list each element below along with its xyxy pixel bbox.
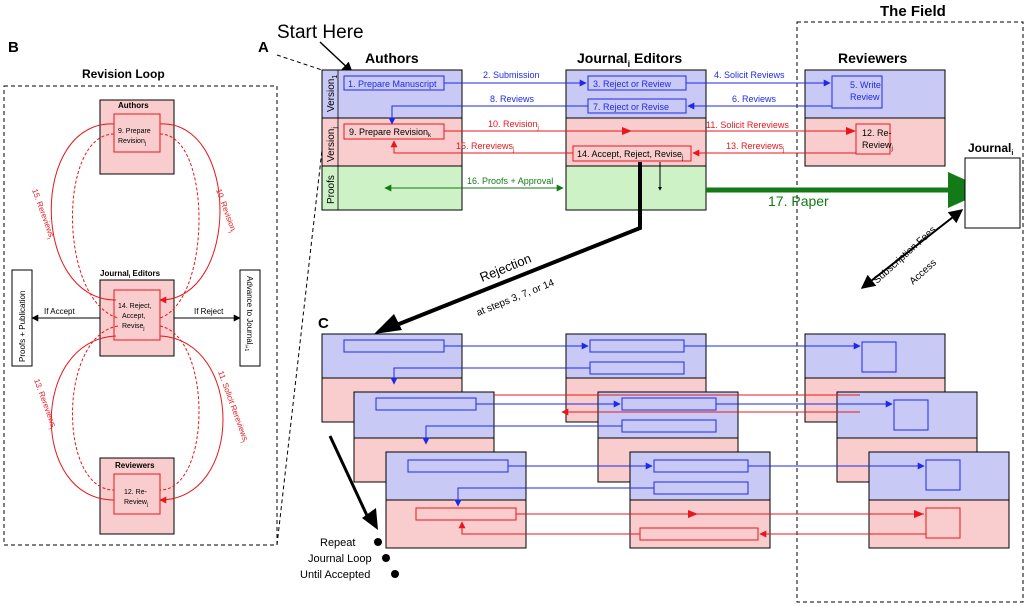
field-title: The Field	[880, 3, 946, 20]
b-rereview-label-b: Reviewj	[124, 499, 148, 508]
dot-2	[382, 554, 390, 562]
step-12-label-a: 12. Re-	[862, 128, 892, 138]
col-editors: Journali Editors	[577, 50, 682, 69]
reviewers-version1-cell	[804, 69, 946, 119]
journal-loop-label: Journal Loop	[308, 553, 372, 565]
step-10-label: 10. Revisionj	[488, 119, 539, 131]
editors-proofs-cell	[565, 165, 707, 211]
step-6-label: 6. Reviews	[732, 94, 777, 104]
b-authors-box	[99, 99, 175, 175]
step-2-label: 2. Submission	[483, 70, 540, 80]
b-rereview-label-a: 12. Re-	[124, 489, 148, 496]
start-here-label: Start Here	[277, 22, 364, 43]
c-stack-3	[385, 451, 1010, 549]
step-15-label: 15. Rereviewsj	[456, 141, 514, 153]
arrow-rejection	[383, 162, 642, 332]
panel-label-a: A	[258, 39, 269, 56]
b-decision-label-a: 14. Reject,	[118, 303, 152, 310]
panel-label-b: B	[8, 39, 19, 56]
repeat-label: Repeat	[320, 537, 355, 549]
step-4-label: 4. Solicit Reviews	[714, 70, 785, 80]
step-11-label: 11. Solicit Rereviews	[706, 120, 789, 130]
arrow-subscription	[860, 209, 964, 289]
step-7-label: 7. Reject or Revise	[593, 102, 669, 112]
b-reviewers-box	[99, 457, 175, 535]
journal-box-label: Journali	[968, 141, 1013, 157]
b-decision-label-c: Revisej	[122, 323, 145, 332]
row-proofs-label: Proofs	[326, 175, 337, 204]
step-16-label: 16. Proofs + Approval	[467, 176, 553, 186]
b-prepare-label-a: 9. Prepare	[118, 128, 151, 135]
arrow-reviews-8	[388, 105, 588, 125]
journal-box	[964, 157, 1021, 229]
dot-1	[374, 538, 382, 546]
step-5-label-a: 5. Write	[850, 80, 881, 90]
b-editors-label: Journali Editors	[100, 269, 161, 280]
rejection-steps-label: at steps 3, 7, or 14	[475, 277, 556, 318]
b-solicit-label: 11. Solicit Rereviewsj	[214, 370, 250, 444]
repeat-arrow	[328, 435, 372, 523]
subscription-fees-label: Subscription Fees	[872, 224, 939, 286]
editors-version1-cell	[565, 69, 707, 119]
reviewers-versionj-cell	[804, 117, 946, 167]
panel-c: Repeat Journal Loop Until Accepted	[300, 333, 1010, 581]
b-advance-label: Advance to Journali+1	[243, 276, 254, 352]
start-here-arrow	[319, 41, 353, 73]
b-rereviews-bottom-label: 13. Rereviewsj	[30, 378, 58, 430]
b-decision-label-b: Accept,	[122, 313, 145, 320]
b-advance-box	[239, 269, 261, 367]
step-12-box	[855, 123, 891, 155]
dot-3	[391, 570, 399, 578]
step-9-label: 9. Prepare Revisionk	[349, 127, 432, 139]
step-5-label-b: Review	[850, 92, 880, 102]
panel-b-title: Revision Loop	[82, 67, 165, 81]
b-if-reject-label: If Reject	[194, 307, 224, 316]
step-5-box	[831, 75, 883, 109]
step-14-label: 14. Accept, Reject, Revisej	[577, 149, 683, 161]
row-version1-label: Version1	[326, 75, 339, 112]
step-1-label: 1. Prepare Manuscript	[348, 79, 437, 89]
step-8-label: 8. Reviews	[490, 94, 535, 104]
access-label: Access	[908, 257, 939, 287]
panel-a: Authors Journali Editors Reviewers Versi…	[321, 50, 1021, 334]
step-3-label: 3. Reject or Review	[593, 79, 672, 89]
col-reviewers: Reviewers	[838, 50, 907, 66]
row-versionj-label: Versionj	[326, 127, 339, 162]
b-proofs-label: Proofs + Publication	[18, 291, 27, 362]
until-accepted-label: Until Accepted	[300, 569, 370, 581]
b-authors-label: Authors	[118, 101, 149, 110]
step-17-label: 17. Paper	[768, 193, 829, 209]
step-13-label: 13. Rereviewsj	[726, 141, 784, 153]
step-12-label-b: Reviewj	[862, 140, 893, 152]
b-proofs-box	[11, 269, 33, 367]
b-revision-label: 10. Revisionj	[212, 188, 238, 234]
authors-versionj-cell	[321, 117, 463, 167]
b-if-accept-label: If Accept	[44, 307, 75, 316]
panel-b: Revision Loop Authors 9. Prepare Revisio…	[3, 67, 278, 546]
b-prepare-label-b: Revisionj	[118, 138, 146, 147]
b-reviewers-label: Reviewers	[115, 461, 155, 470]
field-region	[796, 21, 1024, 603]
panel-b-frame	[3, 85, 278, 546]
col-authors: Authors	[365, 50, 419, 66]
arrow-rereviews-15	[390, 140, 573, 154]
panel-label-c: C	[318, 315, 329, 332]
